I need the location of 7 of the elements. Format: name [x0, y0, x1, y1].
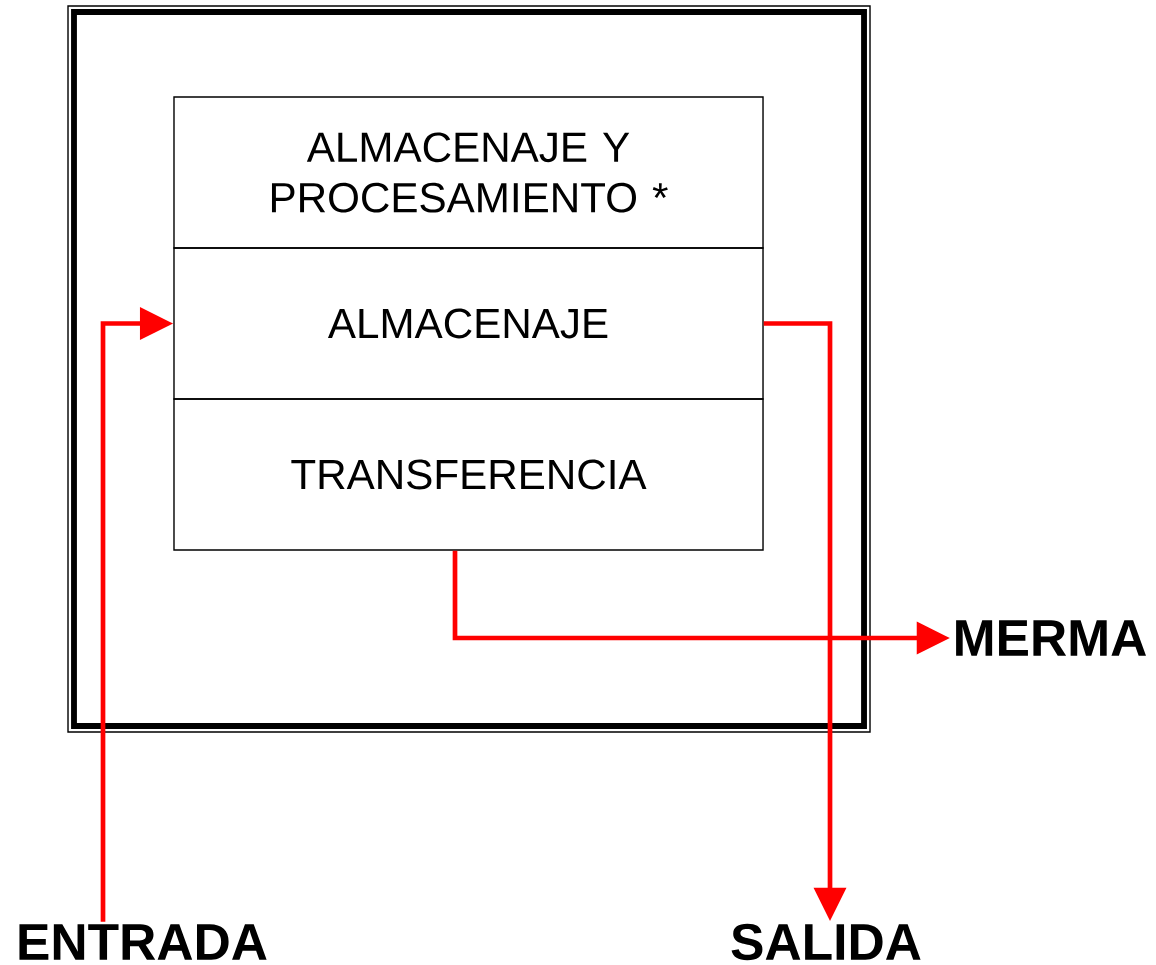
flow-label: ENTRADA: [19, 924, 267, 960]
process-box: ALMACENAJE Y PROCESAMIENTO *: [173, 96, 764, 249]
process-box: TRANSFERENCIA: [173, 398, 764, 551]
flow-label: SALIDA: [731, 923, 921, 961]
process-box: ALMACENAJE: [173, 247, 764, 400]
frame-box: [67, 5, 871, 733]
flow-label: MERMA: [956, 620, 1146, 656]
